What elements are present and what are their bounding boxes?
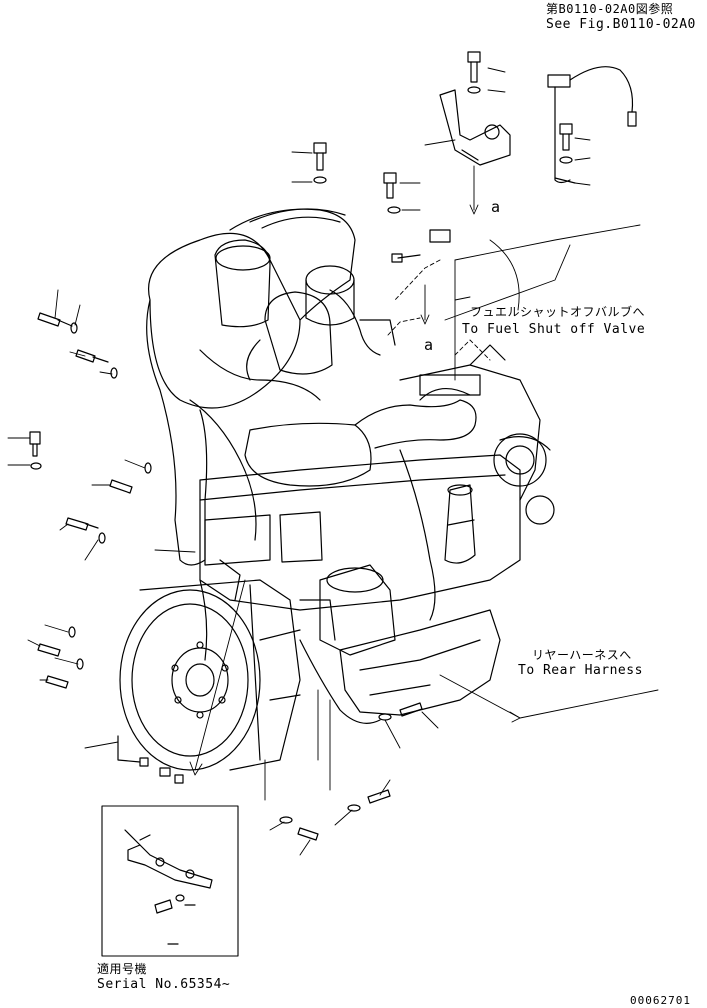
engine-block [119,208,555,771]
serial-label-en: Serial No.65354~ [97,977,231,992]
detail-inset-box [101,805,239,957]
leader-lines [7,67,659,856]
reference-figure-jp: 第B0110-02A0図参照 [546,2,674,16]
rear-harness-label-jp: リヤーハーネスへ [532,648,632,662]
detail-marker-a-mid: a [424,336,434,354]
detail-marker-a-top: a [491,198,501,216]
drawing-number: 00062701 [630,994,691,1007]
reference-figure-en: See Fig.B0110-02A0 [546,17,696,32]
bracket-top [439,51,637,184]
fuel-valve-label-en: To Fuel Shut off Valve [462,322,646,337]
bolts [29,142,451,841]
serial-label-jp: 適用号機 [97,962,148,976]
rear-harness-label-en: To Rear Harness [518,663,643,678]
fuel-valve-label-jp: フュエルシャットオフバルブへ [470,305,646,319]
